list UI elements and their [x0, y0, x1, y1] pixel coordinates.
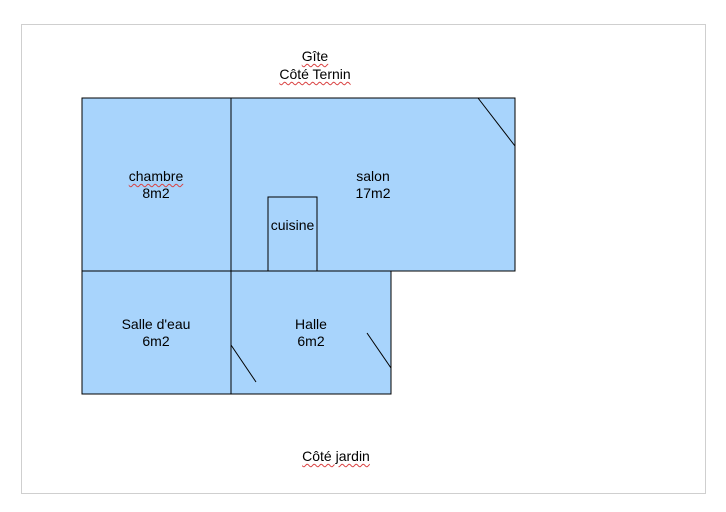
- room-cuisine[interactable]: [267, 196, 318, 272]
- title-line-2-text: Côté Ternin: [279, 66, 351, 82]
- plan-title: Gîte Côté Ternin: [200, 47, 430, 83]
- label-halle-name: Halle: [295, 316, 327, 332]
- label-salon-area: 17m2: [355, 185, 391, 201]
- label-halle-area: 6m2: [297, 333, 325, 349]
- label-salle-eau-area: 6m2: [142, 333, 170, 349]
- label-halle: Halle 6m2: [261, 316, 361, 350]
- room-salle-eau[interactable]: [81, 270, 232, 395]
- footer-cote-jardin: Côté jardin: [236, 448, 436, 464]
- label-chambre-name: chambre: [128, 168, 184, 184]
- title-line-cote-ternin: Côté Ternin: [200, 65, 430, 83]
- label-cuisine-name: cuisine: [270, 217, 315, 233]
- title-line-gite: Gîte: [301, 48, 329, 64]
- label-chambre-area: 8m2: [142, 185, 170, 201]
- label-salon-name: salon: [356, 168, 390, 184]
- door-line-halle: [366, 332, 392, 369]
- door-line-salle-eau: [230, 344, 257, 383]
- label-salon: salon 17m2: [323, 168, 423, 202]
- label-chambre: chambre 8m2: [106, 168, 206, 202]
- label-salle-eau-name: Salle d'eau: [121, 316, 191, 332]
- footer-label-text: Côté jardin: [302, 448, 370, 464]
- label-salle-eau: Salle d'eau 6m2: [101, 316, 211, 350]
- label-cuisine: cuisine: [262, 217, 323, 234]
- door-line-salon: [477, 97, 516, 147]
